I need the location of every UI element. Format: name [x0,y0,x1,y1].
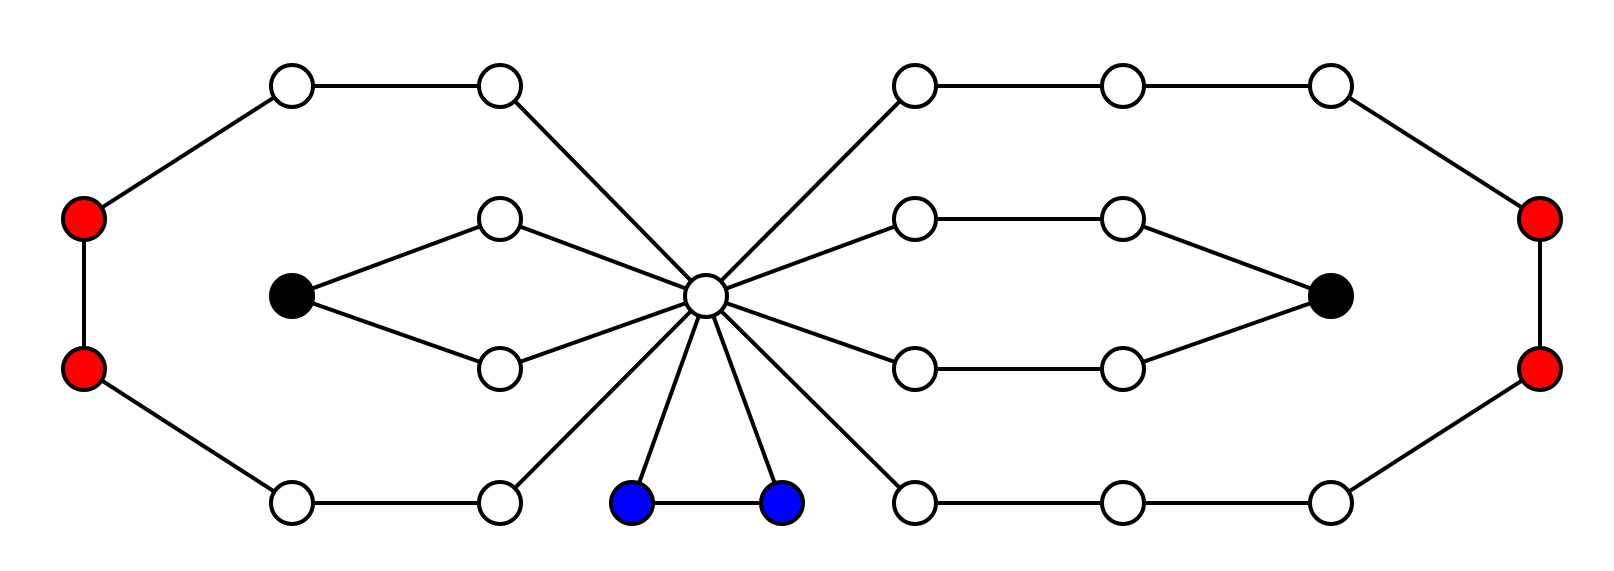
edge-c-r1 [704,84,917,298]
edge-l7-c [498,217,708,298]
edge-lb-l8 [290,294,502,371]
node-rb [1308,273,1354,319]
node-r12 [1100,346,1146,392]
edge-l8-c [498,294,708,371]
edges-layer [82,84,1542,505]
node-r3 [1308,63,1354,109]
node-l4 [61,346,107,392]
edge-l1-l3 [82,84,294,221]
node-l6 [477,480,523,526]
edge-r5-r6 [1329,367,1542,505]
node-l5 [269,480,315,526]
edge-r3-r4 [1329,84,1542,221]
node-lb [269,273,315,319]
node-b1 [609,480,655,526]
edge-l4-l5 [82,367,294,505]
node-r8 [892,480,938,526]
edge-b2-c [704,294,784,505]
edge-r10-rb [1121,217,1333,298]
node-l2 [477,63,523,109]
edge-b1-c [630,294,708,505]
node-l8 [477,346,523,392]
node-b2 [759,480,805,526]
edge-l2-c [498,84,708,298]
node-r10 [1100,196,1146,242]
node-r1 [892,63,938,109]
node-r11 [892,346,938,392]
node-c [683,273,729,319]
node-r5 [1517,346,1563,392]
node-r4 [1517,196,1563,242]
edge-r12-rb [1121,294,1333,371]
nodes-layer [61,63,1563,526]
node-l7 [477,196,523,242]
edge-c-r9 [704,217,917,298]
node-r2 [1100,63,1146,109]
edge-lb-l7 [290,217,502,298]
node-l1 [269,63,315,109]
node-r9 [892,196,938,242]
node-l3 [61,196,107,242]
edge-l6-c [498,294,708,505]
edge-r8-c [704,294,917,505]
node-r7 [1100,480,1146,526]
node-r6 [1308,480,1354,526]
edge-c-r11 [704,294,917,371]
